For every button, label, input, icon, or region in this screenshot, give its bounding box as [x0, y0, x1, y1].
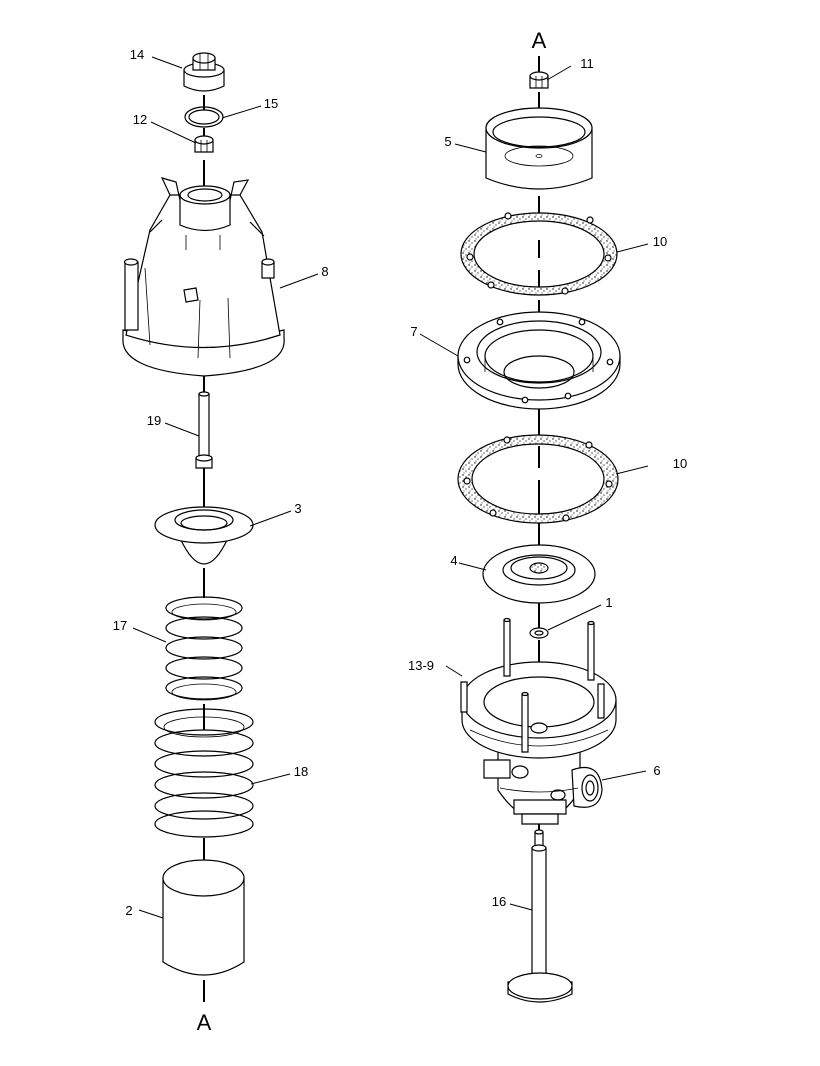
callout-14: 14: [130, 47, 144, 62]
section-label-top: A: [532, 28, 547, 53]
part-10-gasket-upper: [460, 212, 618, 296]
part-12-nut: [194, 135, 214, 153]
callout-10-lower: 10: [673, 456, 687, 471]
callout-4: 4: [450, 553, 457, 568]
callout-10-upper: 10: [653, 234, 667, 249]
part-1-washer: [529, 627, 549, 639]
callout-3: 3: [294, 501, 301, 516]
part-7-flange: [457, 311, 621, 410]
part-18-outer-spring: [154, 708, 254, 838]
callout-12: 12: [133, 112, 147, 127]
part-3-spring-seat: [154, 506, 254, 565]
callout-1: 1: [605, 595, 612, 610]
callout-6: 6: [653, 763, 660, 778]
part-13-9-studs: [460, 617, 605, 753]
leader-lines: [132, 56, 649, 919]
callout-17: 17: [113, 618, 127, 633]
part-17-inner-spring: [165, 596, 243, 701]
part-14-plug: [183, 52, 225, 92]
callout-13-9: 13-9: [408, 658, 434, 673]
part-19-pin: [195, 391, 213, 469]
part-6-valve-body: [461, 661, 617, 825]
part-16-valve: [507, 829, 573, 1003]
section-label-bottom: A: [197, 1010, 212, 1035]
part-11-nut: [529, 71, 549, 89]
part-15-o-ring: [184, 106, 224, 128]
callout-5: 5: [444, 134, 451, 149]
callout-19: 19: [147, 413, 161, 428]
callout-11: 11: [580, 56, 594, 71]
part-5-cup: [485, 107, 593, 190]
callout-18: 18: [294, 764, 308, 779]
callout-16: 16: [492, 894, 506, 909]
callout-15: 15: [264, 96, 278, 111]
part-10-gasket-lower: [457, 434, 619, 524]
part-2-sleeve: [162, 859, 245, 976]
callout-2: 2: [125, 903, 132, 918]
part-4-diaphragm: [482, 544, 596, 604]
callout-8: 8: [321, 264, 328, 279]
callout-7: 7: [410, 324, 417, 339]
part-8-housing: [122, 177, 285, 377]
